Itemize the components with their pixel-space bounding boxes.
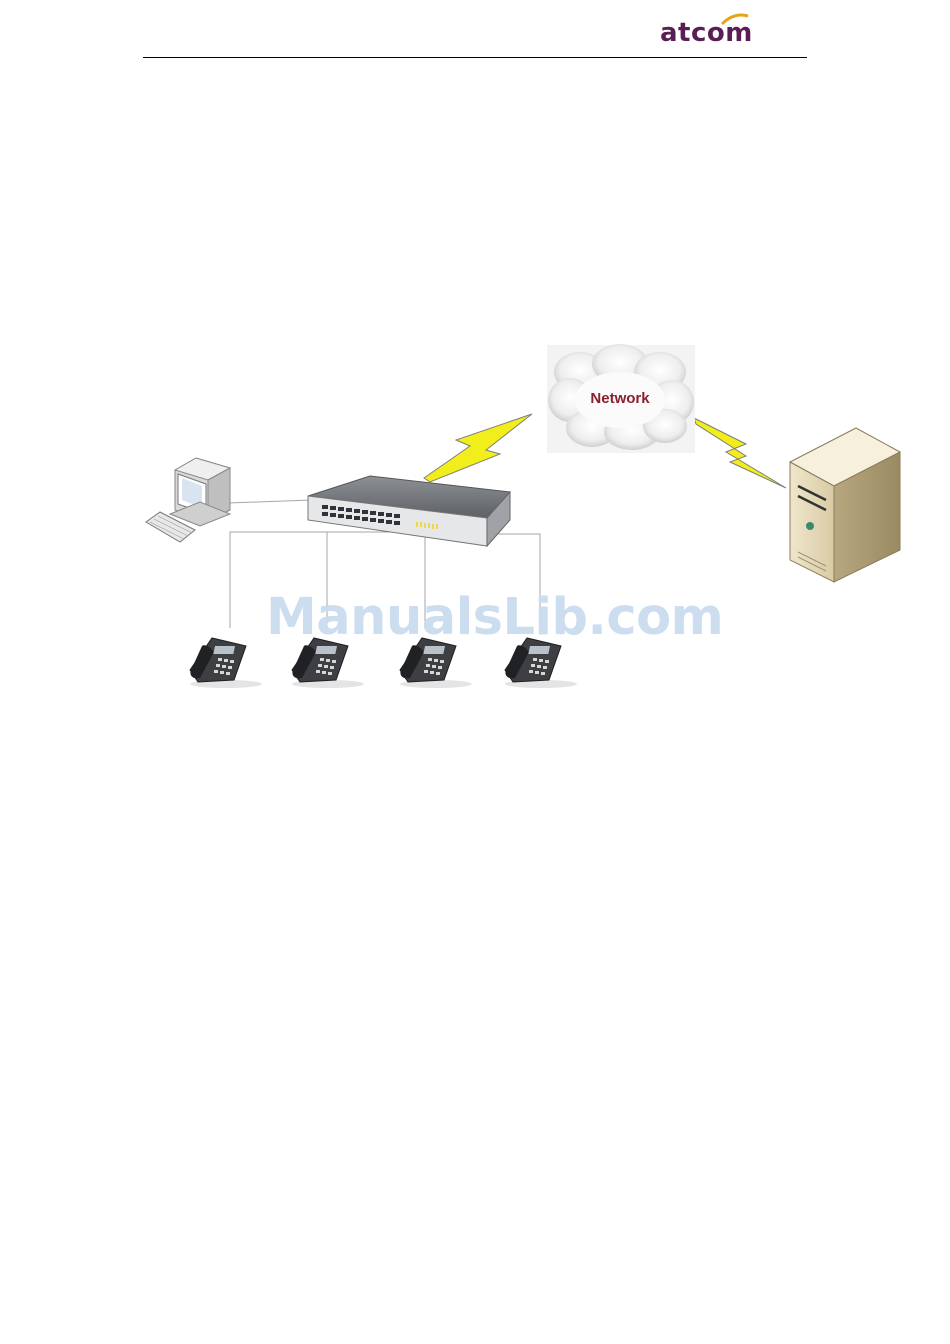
watermark: ManualsLib.com [266, 588, 723, 647]
cloud-icon: Network [547, 344, 695, 453]
computer-icon [146, 458, 230, 542]
network-label: Network [590, 390, 650, 407]
network-switch-icon [308, 476, 510, 546]
ip-phone-icon [190, 638, 262, 688]
lightning-link-cloud-server [694, 418, 786, 488]
cable-computer [228, 500, 312, 503]
server-icon [790, 428, 900, 582]
lightning-link-switch-cloud [424, 414, 532, 482]
